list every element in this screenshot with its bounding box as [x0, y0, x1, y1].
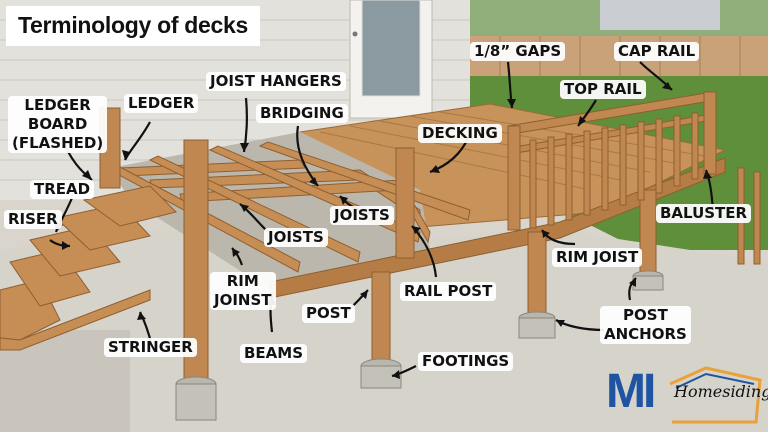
label-top-rail: TOP RAIL [560, 80, 646, 99]
page-title: Terminology of decks [6, 6, 261, 46]
label-rail-post: RAIL POST [400, 282, 497, 301]
label-tread: TREAD [30, 180, 95, 199]
label-ledger-board: LEDGER BOARD (FLASHED) [8, 96, 108, 153]
post-middle [371, 271, 391, 365]
post-far-right [639, 189, 657, 275]
logo-name: Homesiding [674, 382, 768, 401]
label-joist-hangers: JOIST HANGERS [206, 72, 346, 91]
label-post: POST [302, 304, 355, 323]
house-roof-icon [669, 366, 762, 424]
label-gaps: 1/8” GAPS [470, 42, 566, 61]
label-baluster: BALUSTER [656, 204, 752, 223]
post-right [527, 231, 547, 315]
rail-post [395, 147, 415, 259]
label-stringer: STRINGER [104, 338, 197, 357]
label-rim-joist: RIM JOIST [552, 248, 643, 267]
label-ledger-board-text: LEDGER BOARD (FLASHED) [12, 96, 104, 152]
railing [507, 91, 717, 231]
label-ledger: LEDGER [124, 94, 199, 113]
label-post-anchors-text: POST ANCHORS [604, 306, 687, 343]
label-rim-joinst-text: RIM JOINST [214, 272, 272, 309]
label-riser: RISER [4, 210, 62, 229]
brand-logo: MI Homesiding [606, 364, 768, 426]
label-footings: FOOTINGS [418, 352, 514, 371]
label-cap-rail: CAP RAIL [614, 42, 700, 61]
label-bridging: BRIDGING [256, 104, 348, 123]
stairs [0, 185, 177, 351]
logo-mark: MI [606, 365, 656, 418]
label-beams: BEAMS [240, 344, 308, 363]
label-decking: DECKING [418, 124, 502, 143]
label-rim-joinst: RIM JOINST [210, 272, 276, 310]
label-post-anchors: POST ANCHORS [600, 306, 691, 344]
label-joists-left: JOISTS [264, 228, 328, 247]
label-joists-right: JOISTS [330, 206, 394, 225]
